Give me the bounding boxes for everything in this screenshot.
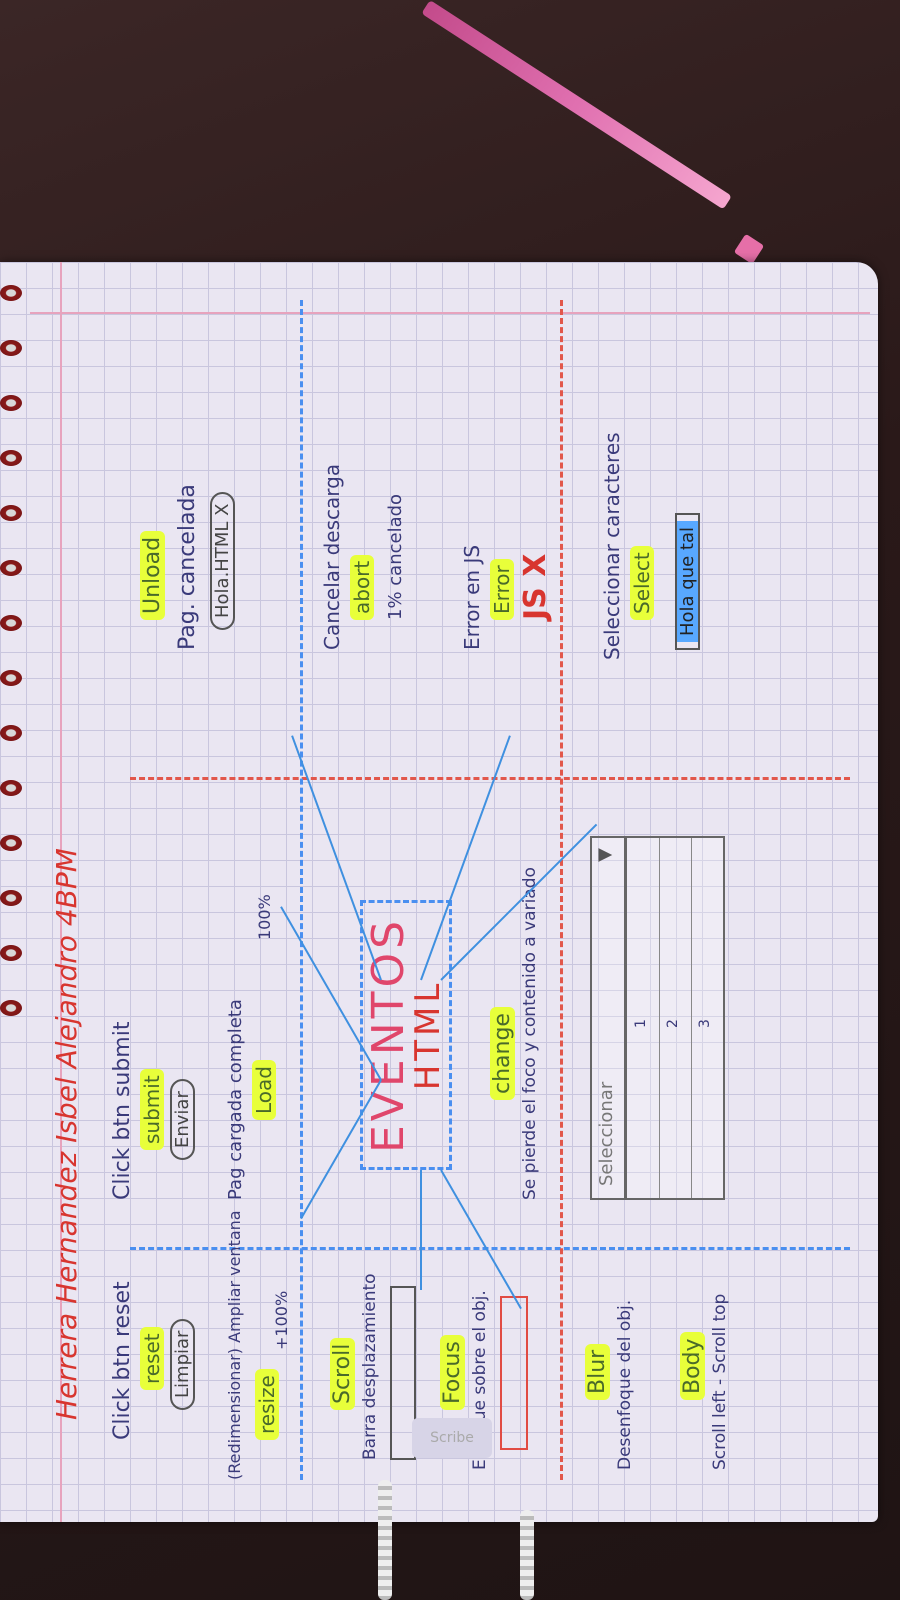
author-title: Herrera Hernandez Isbel Alejandro 4BPM	[50, 848, 83, 1420]
divider	[300, 300, 303, 1480]
error-tag: Error	[490, 559, 514, 620]
header-line	[30, 312, 870, 314]
focus-input-sketch	[500, 1296, 528, 1450]
spiral-ring	[0, 450, 22, 466]
change-tag: change	[490, 1007, 515, 1100]
selected-text: Hola que tal	[677, 520, 698, 642]
unload-desc: Pag. cancelada	[175, 484, 200, 650]
abort-tag: abort	[350, 554, 374, 620]
error-desc: Error en JS	[460, 544, 484, 650]
js-error-icon: JS X	[518, 553, 553, 620]
spiral-ring	[0, 285, 22, 301]
scroll-tag: Scroll	[330, 1337, 355, 1410]
spiral-ring	[0, 395, 22, 411]
abort-desc: Cancelar descarga	[320, 463, 344, 650]
seleccionar-select[interactable]: Seleccionar ▼	[590, 836, 626, 1200]
handwritten-mindmap: Herrera Hernandez Isbel Alejandro 4BPM C…	[40, 280, 860, 1500]
option-divider	[659, 838, 660, 1198]
option-2[interactable]: 2	[665, 1019, 681, 1028]
resize-tag: resize	[255, 1369, 279, 1440]
reset-tag: reset	[140, 1327, 164, 1390]
divider	[560, 300, 563, 1480]
eventos-subtitle: HTML	[408, 979, 448, 1091]
eventos-center-box: EVENTOS HTML	[360, 899, 452, 1170]
spiral-ring	[0, 340, 22, 356]
limpiar-button[interactable]: Limpiar	[170, 1318, 195, 1410]
scroll-desc: Barra desplazamiento	[360, 1273, 380, 1460]
spiral-ring	[0, 890, 22, 906]
arrow	[291, 735, 382, 981]
unload-tag: Unload	[140, 530, 165, 620]
option-3[interactable]: 3	[697, 1019, 713, 1028]
spiral-ring	[0, 835, 22, 851]
select-tag: Select	[630, 546, 654, 620]
spiral-ring	[0, 670, 22, 686]
spiral-ring	[0, 615, 22, 631]
blur-desc: Desenfoque del obj.	[615, 1299, 635, 1470]
load-desc: Pag cargada completa	[225, 999, 246, 1200]
margin-line	[60, 262, 62, 1522]
submit-desc: Click btn submit	[110, 1021, 135, 1200]
selected-text-sample: Hola que tal	[675, 512, 700, 650]
option-1[interactable]: 1	[633, 1019, 649, 1028]
divider	[130, 777, 850, 780]
load-tag: Load	[252, 1060, 276, 1120]
load-extra: 100%	[255, 894, 274, 940]
reset-desc: Click btn reset	[110, 1281, 135, 1440]
select-label: Seleccionar	[596, 1081, 617, 1186]
eventos-title: EVENTOS	[363, 916, 414, 1153]
spiral-ring	[0, 560, 22, 576]
spiral-ring	[0, 725, 22, 741]
hola-html-tab: Hola.HTML X	[210, 491, 235, 630]
spiral-ring	[0, 505, 22, 521]
option-divider	[691, 838, 692, 1198]
body-tag: Body	[680, 1332, 705, 1400]
submit-tag: submit	[140, 1069, 164, 1150]
string	[378, 1480, 392, 1600]
change-desc: Se pierde el foco y contenido a variado	[520, 867, 540, 1200]
arrow	[440, 823, 598, 981]
blur-tag: Blur	[585, 1343, 610, 1400]
arrow	[420, 1170, 422, 1290]
arrow	[440, 1169, 522, 1310]
enviar-button[interactable]: Enviar	[170, 1079, 195, 1160]
body-desc: Scroll left - Scroll top	[710, 1293, 730, 1470]
spiral-binding	[0, 285, 24, 1485]
abort-extra: 1% cancelado	[385, 493, 406, 620]
resize-extra: +100%	[272, 1290, 291, 1350]
spiral-ring	[0, 1000, 22, 1016]
select-options-list: 1 2 3	[625, 836, 725, 1200]
select-desc: Seleccionar caracteres	[600, 432, 624, 660]
chevron-down-icon: ▼	[594, 848, 615, 862]
string	[520, 1510, 534, 1600]
resize-desc: (Redimensionar) Ampliar ventana	[225, 1210, 244, 1480]
focus-tag: Focus	[440, 1335, 465, 1410]
scribe-watermark: Scribe	[412, 1418, 492, 1458]
notebook-page	[0, 262, 878, 1522]
spiral-ring	[0, 780, 22, 796]
spiral-ring	[0, 945, 22, 961]
arrow	[420, 735, 511, 981]
